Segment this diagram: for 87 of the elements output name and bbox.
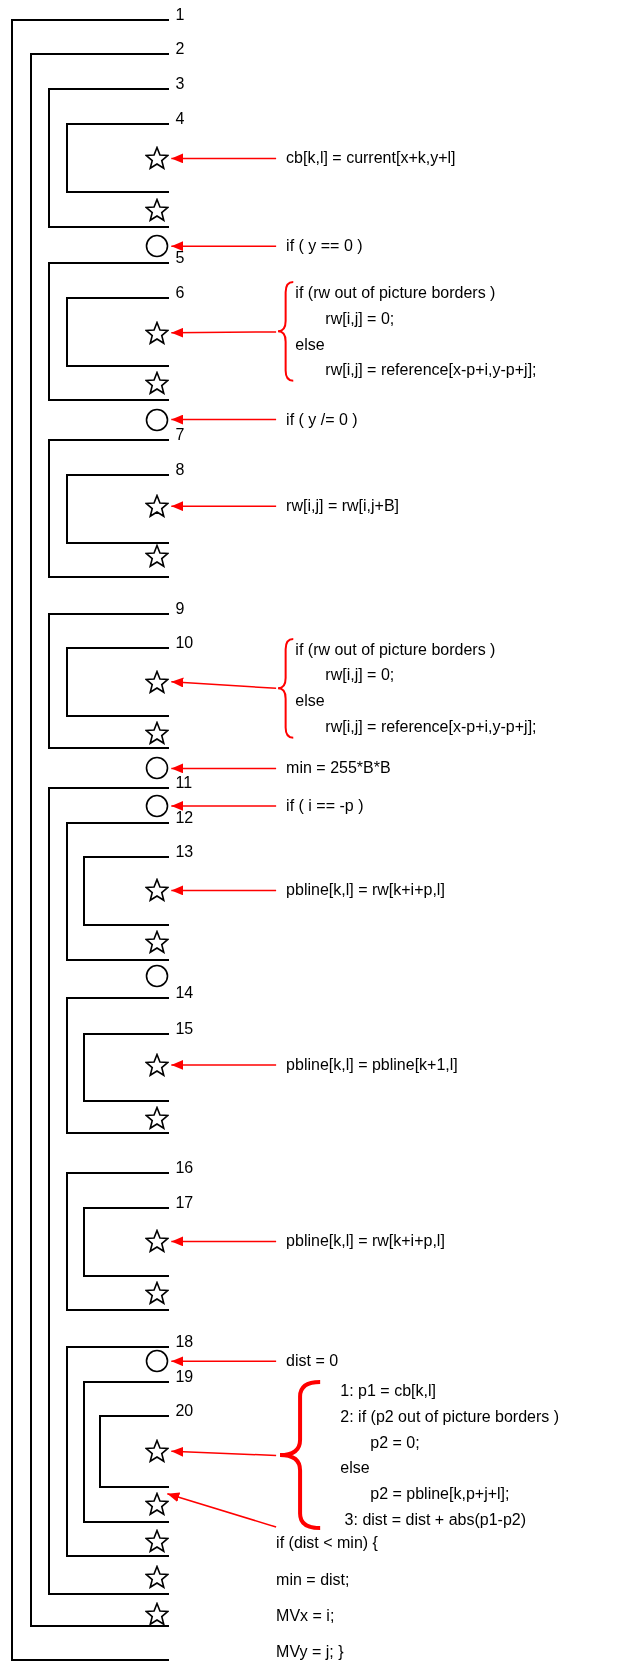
code-text: min = 255*B*B	[276, 757, 391, 780]
star-icon	[145, 1052, 170, 1077]
code-line: if (rw out of picture borders )	[295, 283, 496, 304]
loop-number: 1	[175, 7, 185, 24]
arrow	[166, 1492, 277, 1528]
code-line: min = dist;	[276, 1569, 350, 1590]
code-line: p2 = pbline[k,p+j+l];	[370, 1484, 510, 1505]
circle-icon	[145, 407, 170, 432]
loop-number: 3	[175, 75, 185, 92]
loop-number: 13	[175, 844, 194, 861]
code-text: if ( y == 0 )	[276, 235, 363, 258]
circle-icon	[145, 234, 170, 259]
loop-number: 9	[175, 601, 185, 618]
star-icon	[145, 1491, 170, 1516]
code-line: 3: dist = dist + abs(p1-p2)	[344, 1509, 527, 1530]
arrow	[170, 677, 277, 690]
star-icon	[145, 1601, 170, 1626]
star-icon	[145, 320, 170, 345]
code-line: rw[i,j] = reference[x-p+i,y-p+j];	[325, 360, 537, 381]
code-text: cb[k,l] = current[x+k,y+l]	[276, 147, 456, 170]
star-icon	[145, 1529, 170, 1554]
star-icon	[145, 721, 170, 746]
code-text: pbline[k,l] = rw[k+i+p,l]	[276, 879, 445, 902]
arrow	[170, 241, 277, 252]
code-text: pbline[k,l] = pbline[k+1,l]	[276, 1053, 458, 1076]
code-line: else	[340, 1458, 370, 1479]
loop-number: 8	[175, 462, 185, 479]
star-icon	[145, 544, 170, 569]
code-line: if (rw out of picture borders )	[295, 639, 496, 660]
circle-icon	[145, 756, 170, 781]
arrow	[170, 327, 277, 338]
arrow	[170, 885, 277, 896]
star-icon	[145, 1280, 170, 1305]
loop-number: 16	[175, 1159, 194, 1176]
circle-icon	[145, 1349, 170, 1374]
code-line: else	[295, 691, 325, 711]
star-icon	[145, 1106, 170, 1131]
code-text: rw[i,j] = rw[i,j+B]	[276, 495, 399, 518]
arrow	[170, 800, 277, 811]
star-icon	[145, 494, 170, 519]
loop-number: 17	[175, 1195, 194, 1212]
code-line: else	[295, 334, 325, 355]
loop-number: 4	[175, 111, 185, 128]
code-line: MVy = j; }	[276, 1642, 344, 1663]
code-line: rw[i,j] = 0;	[325, 308, 395, 329]
arrow	[170, 1059, 277, 1070]
loop-number: 6	[175, 285, 185, 302]
code-line: rw[i,j] = reference[x-p+i,y-p+j];	[325, 716, 537, 737]
code-text: if ( i == -p )	[276, 794, 364, 817]
star-icon	[145, 878, 170, 903]
loop-number: 5	[175, 250, 185, 267]
loop-number: 14	[175, 985, 194, 1002]
star-icon	[145, 146, 170, 171]
arrow	[170, 1446, 277, 1457]
loop-number: 10	[175, 635, 194, 652]
circle-icon	[145, 964, 170, 988]
code-text: if ( y /= 0 )	[276, 408, 358, 431]
star-icon	[145, 371, 170, 396]
arrow	[170, 1356, 277, 1367]
circle-icon	[145, 793, 170, 818]
code-text: pbline[k,l] = rw[k+i+p,l]	[276, 1230, 445, 1253]
loop-number: 15	[175, 1020, 194, 1037]
code-line: 1: p1 = cb[k,l]	[340, 1381, 436, 1402]
loop-number: 12	[175, 809, 194, 826]
arrow	[170, 501, 277, 512]
arrow	[170, 153, 277, 164]
loop-number: 20	[175, 1402, 194, 1419]
code-line: p2 = 0;	[370, 1432, 420, 1453]
star-icon	[145, 197, 170, 222]
star-icon	[145, 1439, 170, 1464]
code-line: MVx = i;	[276, 1606, 335, 1627]
loop-number: 18	[175, 1334, 194, 1351]
star-icon	[145, 929, 170, 954]
arrow	[170, 763, 277, 774]
loop-number: 7	[175, 426, 185, 443]
loop-number: 11	[175, 774, 193, 791]
star-icon	[145, 1229, 170, 1254]
code-line: rw[i,j] = 0;	[325, 665, 395, 686]
star-icon	[145, 669, 170, 694]
arrow	[170, 1236, 277, 1247]
arrow	[170, 414, 277, 425]
code-line: if (dist < min) {	[276, 1533, 378, 1554]
loop-number: 2	[175, 41, 185, 58]
star-icon	[145, 1565, 170, 1590]
code-line: 2: if (p2 out of picture borders )	[340, 1406, 560, 1427]
loop-number: 19	[175, 1368, 194, 1385]
code-text: dist = 0	[276, 1350, 339, 1373]
